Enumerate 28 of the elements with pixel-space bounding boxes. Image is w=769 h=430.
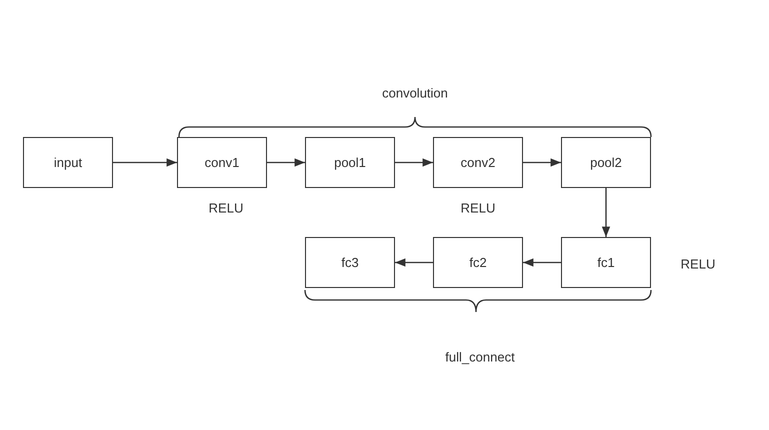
box-label: fc1 bbox=[597, 254, 615, 272]
activation-label: RELU bbox=[460, 199, 496, 218]
arrow bbox=[523, 258, 561, 267]
process-box bbox=[305, 137, 395, 188]
process-box bbox=[177, 137, 267, 188]
activation-label: RELU bbox=[680, 255, 716, 274]
arrow bbox=[602, 188, 610, 237]
process-box bbox=[433, 237, 523, 288]
box-label: pool1 bbox=[334, 154, 366, 172]
arrow bbox=[395, 258, 433, 267]
process-box bbox=[433, 137, 523, 188]
process-box bbox=[561, 237, 651, 288]
process-box bbox=[561, 137, 651, 188]
process-box bbox=[23, 137, 113, 188]
box-label: input bbox=[54, 154, 82, 172]
box-label: fc3 bbox=[341, 254, 359, 272]
box-label: fc2 bbox=[469, 254, 487, 272]
box-label: pool2 bbox=[590, 154, 622, 172]
arrow bbox=[523, 158, 561, 167]
arrow bbox=[113, 158, 177, 167]
box-label: conv1 bbox=[204, 154, 240, 172]
arrow bbox=[395, 158, 433, 167]
arrow bbox=[267, 158, 305, 167]
group-label: convolution bbox=[382, 84, 448, 102]
process-box bbox=[305, 237, 395, 288]
activation-label: RELU bbox=[208, 199, 244, 218]
box-label: conv2 bbox=[460, 154, 496, 172]
group-label: full_connect bbox=[445, 348, 515, 366]
